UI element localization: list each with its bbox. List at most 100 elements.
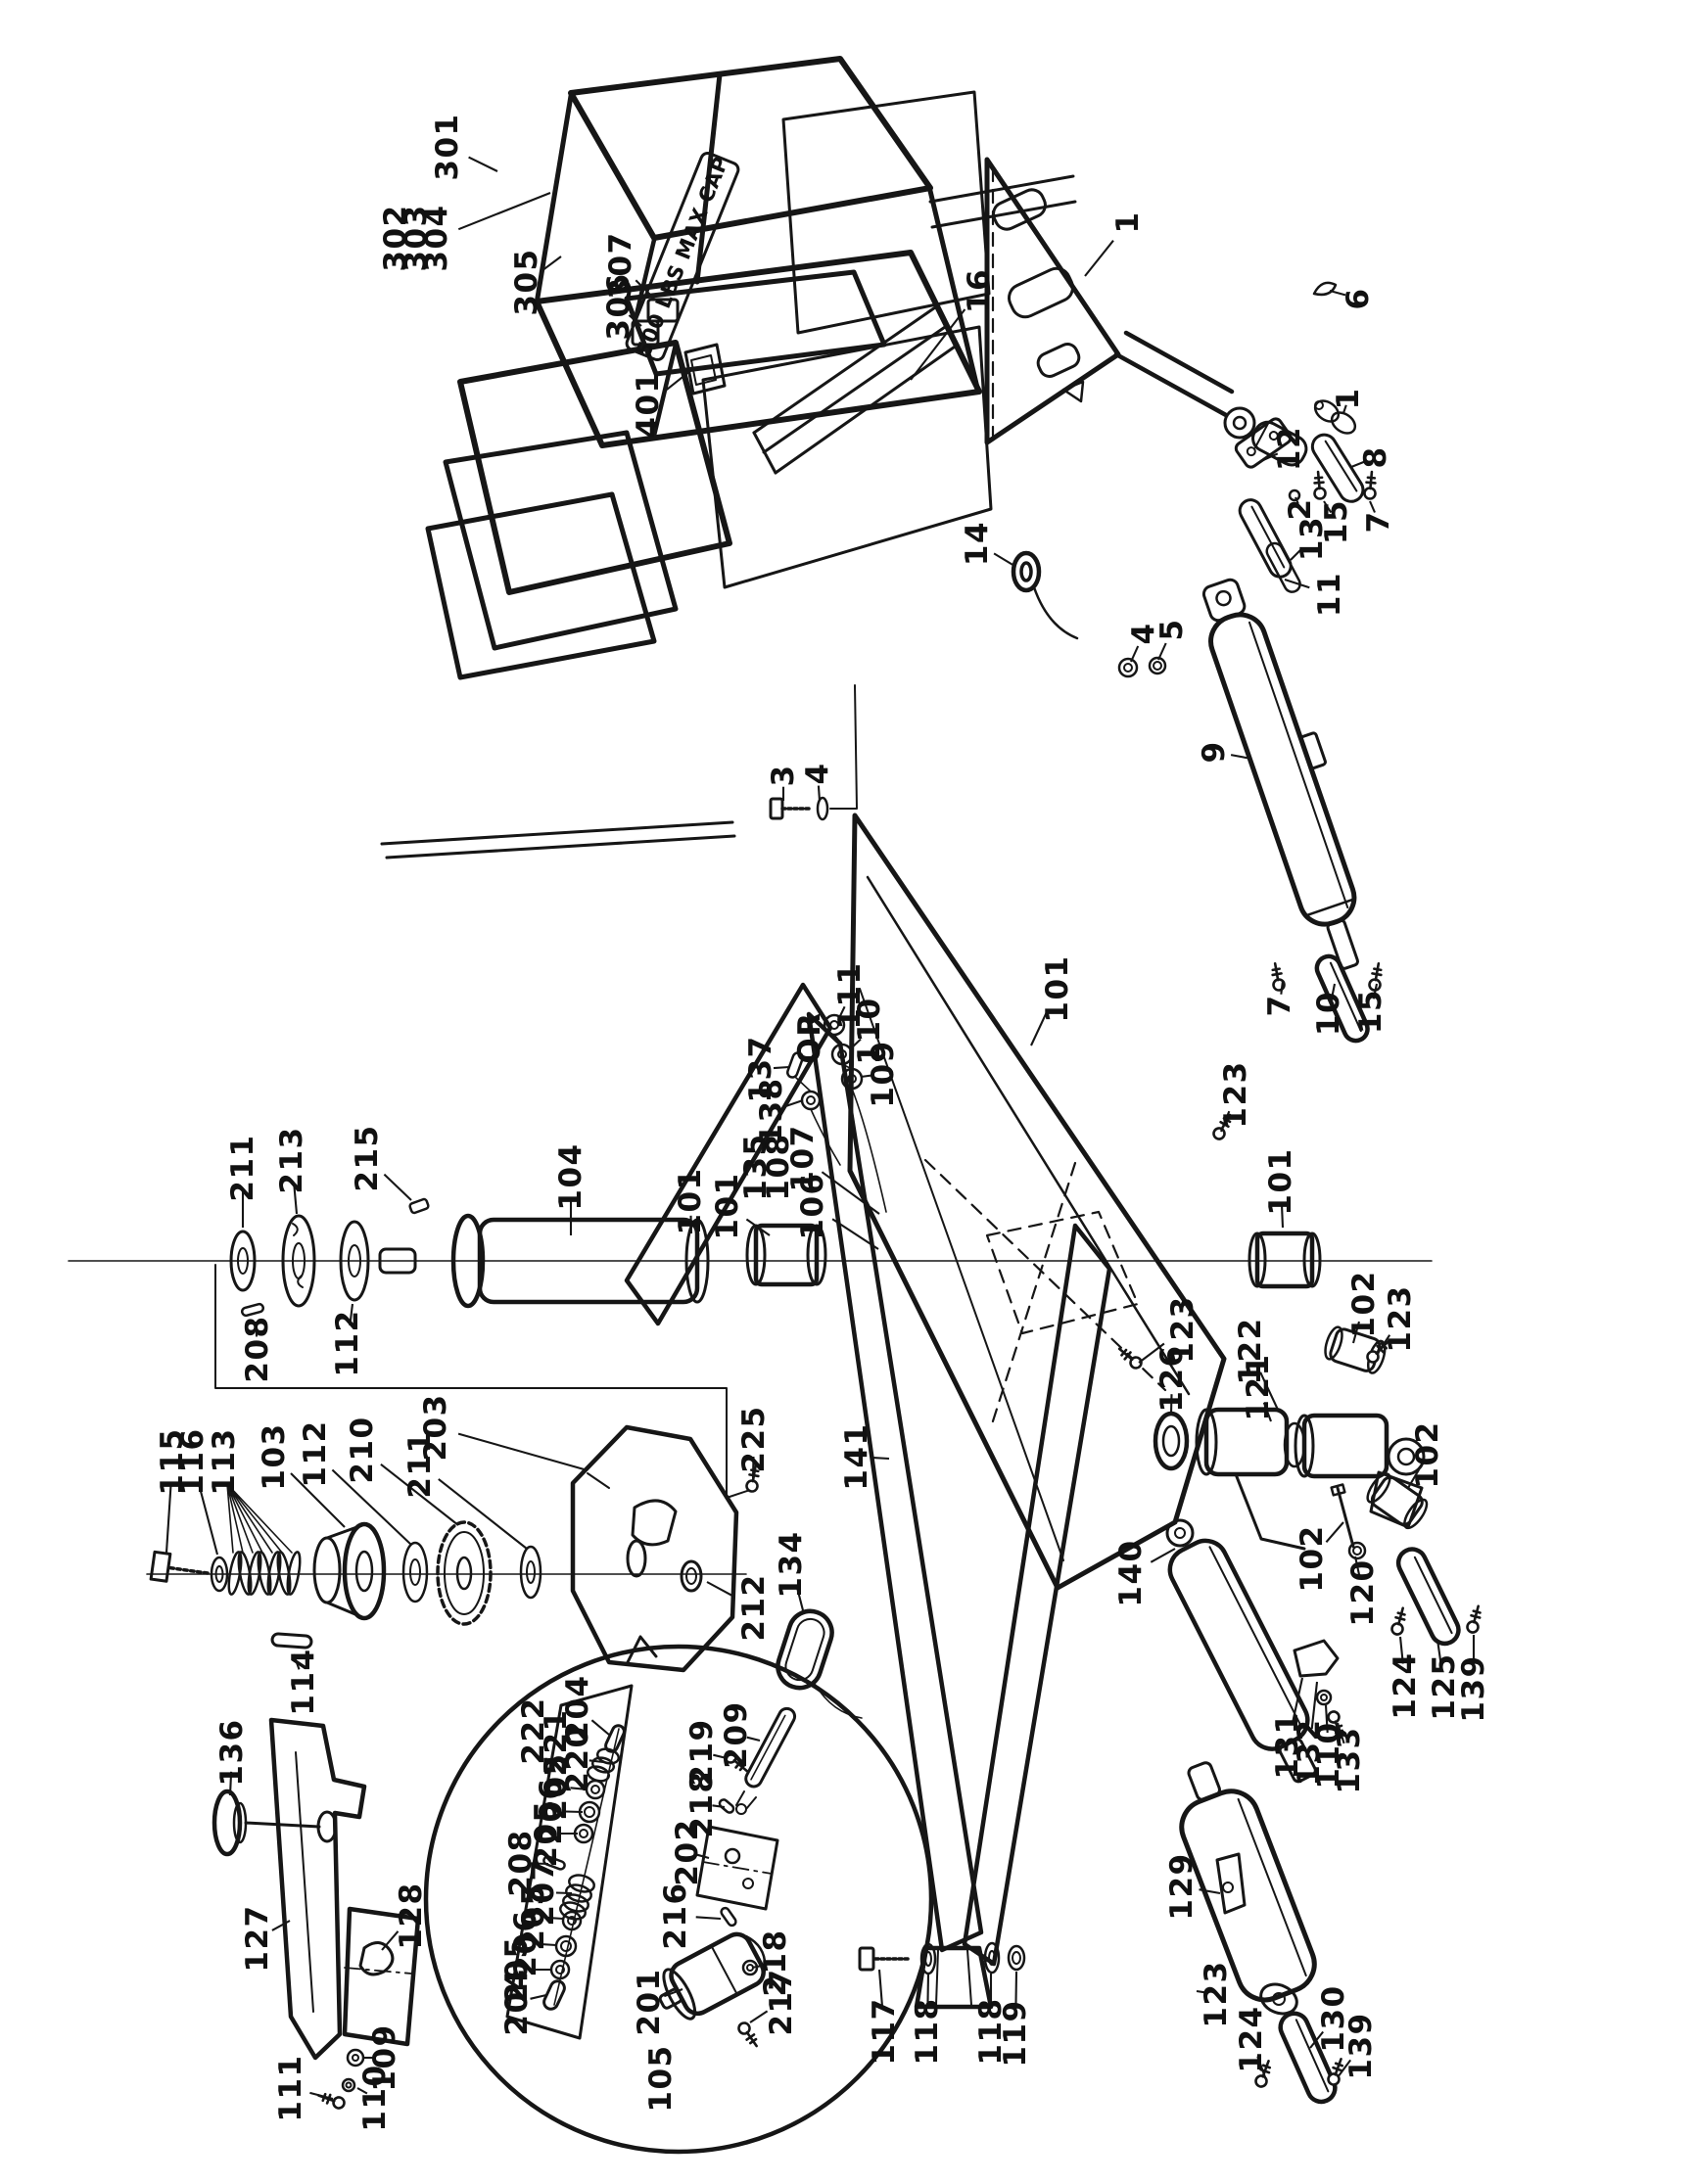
leader-137	[773, 1065, 790, 1070]
latch-307	[646, 298, 680, 323]
leader-306	[628, 314, 642, 327]
leader-122	[1259, 1371, 1279, 1411]
leader-11	[1284, 579, 1310, 589]
leader-119	[1014, 1971, 1018, 2011]
part-label-202: 202	[670, 1818, 705, 1885]
leader-12	[1262, 452, 1279, 461]
leader-208	[254, 1321, 259, 1337]
part-label-8: 8	[1358, 445, 1393, 468]
part-label-401: 401	[631, 370, 666, 438]
leader-304	[457, 192, 551, 231]
part-label-205: 205	[529, 1799, 564, 1867]
leader-4	[817, 785, 822, 802]
part-label-101: 101	[1040, 954, 1075, 1022]
leader-7	[1369, 500, 1376, 513]
pivot-weldment	[1113, 1110, 1485, 1647]
lift-cylinders	[1165, 1518, 1348, 2105]
spring-washer-stack-113	[226, 1483, 302, 1596]
part-label-120: 120	[1345, 1558, 1381, 1626]
part-label-122: 122	[1233, 1317, 1268, 1384]
leader-7	[1280, 980, 1285, 995]
leader-206	[539, 1942, 557, 1947]
part-label-126: 126	[1154, 1344, 1190, 1412]
leader-101	[1030, 1009, 1049, 1046]
leader-16	[910, 308, 966, 381]
part-label-209: 209	[719, 1700, 754, 1768]
capacity-banner	[625, 151, 740, 362]
part-label-15: 15	[1319, 499, 1354, 544]
part-label-109: 109	[367, 2023, 402, 2091]
part-label-139: 139	[1343, 2012, 1379, 2079]
part-label-10: 10	[1311, 991, 1346, 1036]
part-label-203: 203	[418, 1393, 453, 1461]
leader-133	[1336, 1722, 1345, 1744]
leader-201	[663, 1988, 683, 1998]
part-label-106: 106	[795, 1172, 830, 1239]
link-1	[1313, 399, 1357, 435]
part-label-101: 101	[710, 1172, 745, 1239]
leader-114	[293, 1653, 301, 1670]
part-label-9: 9	[1197, 740, 1232, 763]
pin-8	[1310, 433, 1365, 503]
leader-210	[380, 1463, 459, 1526]
part-label-301: 301	[430, 113, 465, 180]
leader-206	[565, 1810, 584, 1814]
leader-101	[1280, 1202, 1285, 1229]
part-label-215: 215	[350, 1124, 385, 1191]
part-label-102: 102	[1410, 1420, 1445, 1488]
leader-14	[993, 552, 1015, 567]
part-label-101: 101	[673, 1167, 708, 1234]
part-label-118: 118	[910, 1997, 945, 2065]
leader-lines	[165, 156, 1476, 2101]
leader-1	[1342, 404, 1347, 414]
part-label-213: 213	[274, 1126, 309, 1193]
part-label-211: 211	[225, 1134, 260, 1201]
part-label-128: 128	[394, 1882, 429, 1949]
leader-124	[1398, 1636, 1404, 1664]
leader-103	[290, 1472, 346, 1528]
platform-panel-101	[624, 813, 1227, 1591]
leader-202	[696, 1853, 710, 1860]
leader-129	[1199, 1888, 1221, 1895]
leader-208	[533, 1862, 549, 1866]
bushing-101-right	[1248, 1231, 1322, 1289]
leader-102	[1407, 1468, 1420, 1489]
leader-13	[1290, 547, 1303, 561]
floor-support-bars	[752, 303, 960, 475]
leader-218	[712, 1804, 726, 1809]
part-label-12: 12	[1272, 426, 1307, 471]
part-label-123: 123	[1218, 1060, 1253, 1128]
basket-cage-assembly	[380, 56, 1077, 860]
part-label-205: 205	[516, 1882, 551, 1950]
leader-219	[713, 1753, 728, 1760]
part-label-220: 220	[560, 1725, 595, 1792]
part-label-210: 210	[345, 1416, 380, 1483]
part-label-11: 11	[1312, 572, 1347, 617]
leader-111	[309, 2091, 334, 2101]
part-label-118: 118	[973, 1997, 1009, 2065]
leader-204	[590, 1719, 610, 1736]
part-label-136: 136	[214, 1718, 250, 1786]
part-label-204: 204	[560, 1674, 595, 1742]
part-label-218: 218	[684, 1770, 720, 1837]
part-label-135: 135	[738, 1133, 774, 1200]
part-label-123: 123	[1199, 1960, 1234, 2027]
part-label-121: 121	[1241, 1353, 1276, 1420]
leader-128	[381, 1930, 400, 1951]
leader-2	[1295, 496, 1299, 505]
rod-209	[744, 1706, 797, 1789]
plate-202	[695, 1825, 779, 1911]
part-label-or: OR	[792, 1011, 827, 1063]
leader-110	[356, 2087, 368, 2095]
leader-121	[1262, 1402, 1272, 1422]
leader-205	[570, 1787, 589, 1791]
leader-101	[745, 1218, 771, 1236]
leader-217	[749, 2010, 769, 2023]
screw-15	[1310, 469, 1328, 501]
part-label-4: 4	[1126, 622, 1161, 644]
shaft-104-group	[229, 1197, 710, 1318]
pin-10	[1314, 953, 1370, 1044]
part-label-500-lbs-max-cap: 500 LBS MAX CAP	[632, 153, 733, 359]
part-label-221: 221	[539, 1708, 574, 1776]
